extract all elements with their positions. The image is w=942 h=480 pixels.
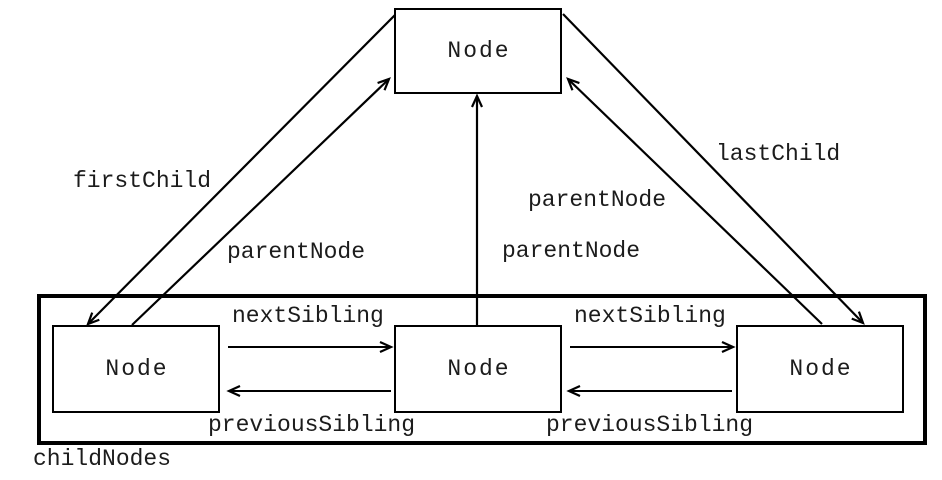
last-child-label: lastChild (716, 141, 841, 167)
node-box-child-left: Node (52, 325, 220, 413)
node-box-child-right: Node (736, 325, 904, 413)
parent-node-middle-label: parentNode (502, 238, 641, 264)
child-nodes-label: childNodes (33, 446, 172, 472)
node-label: Node (105, 356, 169, 382)
child-nodes-container (37, 294, 927, 445)
parent-node-left-arrow (131, 77, 391, 326)
node-box-parent: Node (394, 8, 562, 94)
node-label: Node (447, 38, 511, 64)
first-child-arrow (86, 14, 396, 326)
last-child-arrow (562, 13, 865, 325)
parent-node-left-label: parentNode (227, 239, 366, 265)
node-label: Node (789, 356, 853, 382)
node-box-child-middle: Node (394, 325, 562, 413)
next-sibling-right-label: nextSibling (574, 303, 726, 329)
parent-node-right-arrow (566, 77, 823, 325)
node-label: Node (447, 356, 511, 382)
first-child-label: firstChild (73, 168, 212, 194)
previous-sibling-left-label: previousSibling (208, 412, 416, 438)
next-sibling-left-label: nextSibling (232, 303, 384, 329)
previous-sibling-right-label: previousSibling (546, 412, 754, 438)
parent-node-right-label: parentNode (528, 187, 667, 213)
